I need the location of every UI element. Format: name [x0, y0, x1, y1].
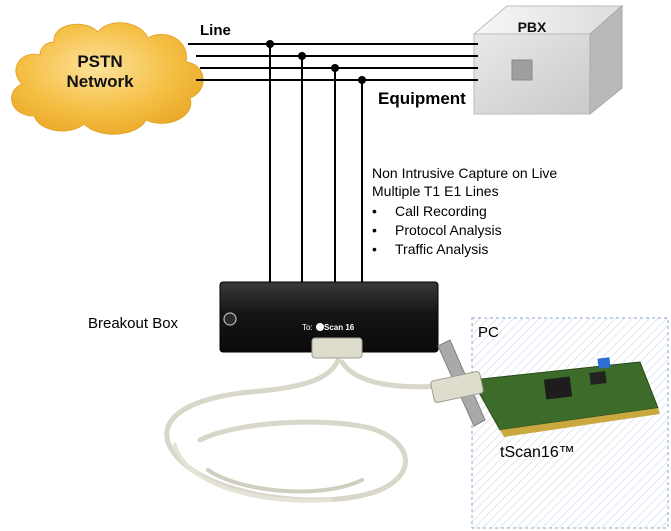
capture-bullet-1: Call Recording — [395, 203, 487, 219]
capture-bullet-3: Traffic Analysis — [395, 241, 488, 257]
capture-line2: Multiple T1 E1 Lines — [372, 183, 499, 199]
capture-line1: Non Intrusive Capture on Live — [372, 165, 557, 181]
capture-bullet-2: Protocol Analysis — [395, 222, 502, 238]
pbx-panel — [511, 59, 533, 81]
line-taps — [266, 40, 366, 84]
cable — [164, 357, 443, 503]
box-connector — [311, 337, 363, 359]
pbx-label: PBX — [518, 19, 547, 35]
box-plate-brand: Scan 16 — [324, 323, 355, 332]
bullet-mark: • — [372, 203, 377, 219]
pstn-cloud: PSTN Network — [11, 22, 204, 135]
bullet-mark: • — [372, 241, 377, 257]
tscan16-label: tScan16™ — [500, 444, 575, 461]
pstn-label-line1: PSTN — [77, 52, 122, 71]
pc-label: PC — [478, 324, 499, 341]
pbx-equipment: PBX — [472, 4, 624, 116]
box-plate: To: Scan 16 — [302, 323, 355, 332]
box-logo-icon — [223, 312, 237, 326]
tscan16-card — [430, 339, 660, 437]
breakout-box: To: Scan 16 — [219, 281, 439, 359]
line-bundle — [188, 43, 478, 284]
card-switch — [597, 357, 611, 369]
pstn-label-line2: Network — [66, 72, 134, 91]
line-label: Line — [200, 22, 231, 39]
capture-description: Non Intrusive Capture on Live Multiple T… — [372, 165, 557, 257]
brand-t-icon — [316, 323, 324, 331]
equipment-label: Equipment — [378, 89, 466, 108]
box-plate-prefix: To: — [302, 323, 313, 332]
card-connector — [430, 371, 484, 403]
breakout-box-label: Breakout Box — [88, 315, 179, 332]
bullet-mark: • — [372, 222, 377, 238]
card-chip — [589, 371, 607, 385]
card-chip — [543, 376, 573, 400]
